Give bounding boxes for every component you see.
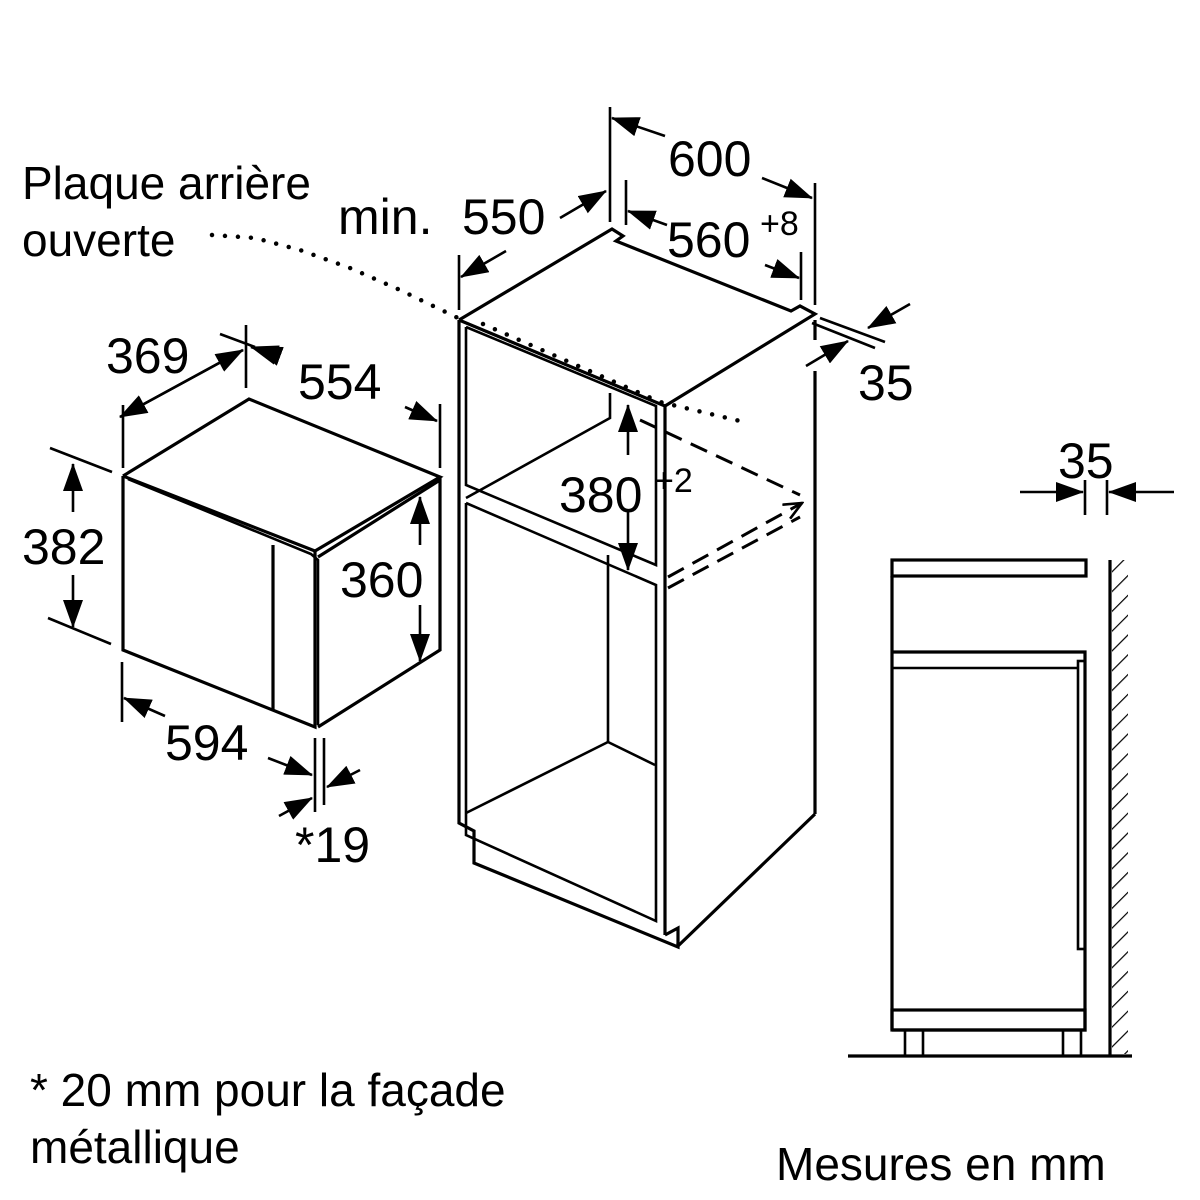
cabinet-depth-value: 550 — [462, 189, 545, 245]
cabinet-drawing — [209, 107, 911, 950]
units-note: Mesures en mm — [776, 1138, 1106, 1190]
side-view-drawing — [848, 480, 1174, 1058]
cabinet-niche-height-tolerance: +2 — [654, 462, 693, 500]
cabinet-niche-width-value: 560 — [667, 212, 750, 268]
rear-panel-label-line1: Plaque arrière — [22, 157, 311, 209]
cabinet-outer-width-value: 600 — [668, 131, 751, 187]
microwave-height-total-value: 382 — [22, 519, 105, 575]
microwave-width-top-value: 554 — [298, 354, 381, 410]
cabinet-niche-height-value: 380 — [559, 467, 642, 523]
cabinet-side-gap-value: 35 — [858, 355, 914, 411]
footnote-line2: métallique — [30, 1121, 240, 1173]
microwave-width-front-value: 594 — [165, 715, 248, 771]
microwave-front-thickness-value: *19 — [295, 817, 370, 873]
rear-panel-label-line2: ouverte — [22, 214, 175, 266]
side-view-wall-clearance-value: 35 — [1058, 433, 1114, 489]
cabinet-niche-width-tolerance: +8 — [760, 205, 799, 243]
microwave-height-body-value: 360 — [340, 552, 423, 608]
microwave-depth-value: 369 — [106, 328, 189, 384]
microwave-drawing — [47, 325, 444, 820]
footnote-line1: * 20 mm pour la façade — [30, 1064, 506, 1116]
cabinet-depth-prefix: min. — [338, 189, 432, 245]
